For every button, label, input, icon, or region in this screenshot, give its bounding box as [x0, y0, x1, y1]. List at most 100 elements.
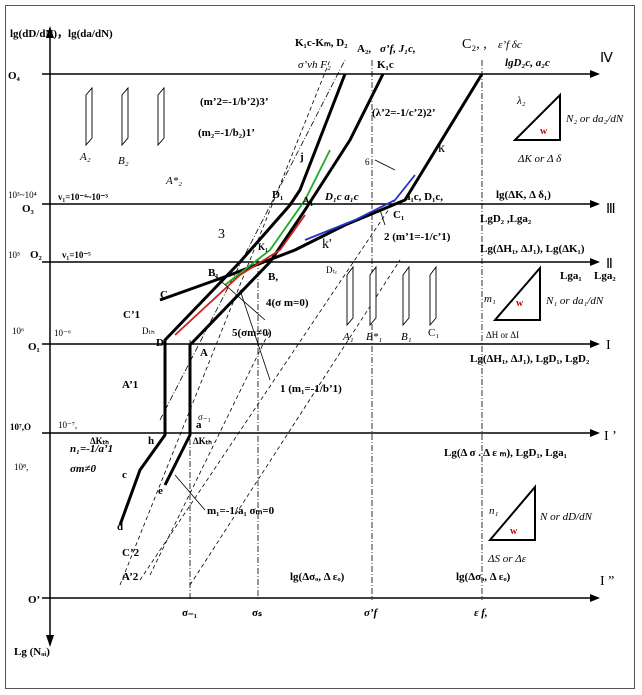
label-v2: v₁=10⁻⁵	[62, 250, 91, 260]
label-kic-km: K₁c-Kₘ, D₂	[295, 37, 348, 49]
label-dkth2: ΔKₜₕ	[193, 436, 212, 446]
triangle1-vertical: N₂ or da₂/dN	[565, 113, 624, 125]
triangle2-vertical: N₁ or da₁/dN	[545, 295, 604, 307]
triangle1-base: ΔK or Δ δ	[517, 153, 562, 165]
label-sigma-m1: σ₋₁	[198, 412, 211, 422]
label-kprime: k'	[322, 237, 332, 252]
level-o1-value: 10⁶	[12, 326, 24, 336]
label-a2prime: A’2	[122, 571, 139, 583]
bottom-sigma-m1: σ₋₁	[182, 607, 197, 619]
label-a1prime: A’1	[122, 379, 138, 391]
y-axis-top-label: lg(dD/dN)，lg(da/dN)	[10, 28, 113, 40]
label-c1: C₁	[393, 209, 404, 221]
label-lgd2: LgD₂ ,Lga₂	[480, 213, 532, 225]
label-lgd2c: lgD₂c, a₂c	[505, 57, 550, 69]
specimen-b1: B₁	[401, 331, 412, 343]
label-lg-dso-right: lg(Δσₒ, Δ εₒ)	[456, 571, 511, 583]
level-o3: O₃	[22, 203, 35, 215]
level-oprime: O’	[28, 594, 40, 606]
curve-middle	[163, 73, 385, 486]
triangle3-vertical: N or dD/dN	[539, 511, 593, 523]
dashed-diagonals	[119, 59, 401, 586]
level-o2-value: 10⁵	[8, 250, 20, 260]
label-lga2: Lga₂	[594, 270, 616, 282]
label-a1c: a₁c, D₁c,	[405, 191, 443, 203]
roman-ii: Ⅱ	[606, 257, 613, 272]
roman-idouble: I ”	[600, 574, 614, 589]
label-sigma-m-ne: σm≠0	[70, 463, 97, 475]
label-eps-f: ε’f δc	[498, 39, 522, 51]
label-five: 5(σm≠0)	[232, 327, 272, 339]
label-n1: n₁=-1/a’1	[70, 443, 113, 455]
specimen-shapes-top	[85, 86, 165, 147]
level-o1: O₁	[28, 341, 40, 353]
label-k1: K₁	[258, 242, 268, 252]
label-b1: B₁	[208, 267, 219, 279]
axis-arrow-bottom	[46, 635, 54, 647]
label-dtr: Dₜᵣ	[326, 265, 337, 275]
roman-iii: Ⅲ	[606, 202, 616, 217]
label-d1: D₁	[272, 189, 283, 201]
level-o-value: 10⁷,O	[10, 422, 31, 432]
specimen-b1star: B*₁	[366, 331, 382, 343]
label-d1c: D₁c a₁c	[324, 191, 359, 203]
label-c: C	[160, 289, 168, 301]
specimen-a1: A₁	[342, 331, 354, 343]
label-j: j	[299, 151, 304, 163]
roman-iprime: I ’	[604, 429, 617, 444]
horizontal-axes	[42, 70, 600, 602]
triangle2-slope: m₁	[484, 293, 496, 305]
triangle1-slope: λ₂	[516, 95, 526, 107]
axis-arrow-top	[46, 26, 54, 38]
label-c1prime: C’1	[123, 309, 140, 321]
label-lambda2: (λ’2=-1/c’2)2’	[372, 107, 436, 119]
label-sigma-vh: σ’vh F₂	[298, 59, 331, 71]
label-six: 6	[365, 157, 370, 167]
green-curve	[224, 149, 331, 286]
label-one: 1 (m₁=-1/b’1)	[280, 383, 342, 395]
label-m2: (m₂=-1/b₂)1’	[198, 127, 255, 139]
thin-lines	[174, 159, 396, 511]
triangle3-w: w	[510, 526, 518, 537]
label-k: k	[438, 141, 445, 156]
label-c2prime: C’2	[122, 547, 140, 559]
label-v1: 10⁻⁶	[54, 328, 71, 338]
level-108: 10⁸,	[14, 462, 28, 472]
label-e-small: e	[158, 485, 163, 497]
reference-lines	[189, 60, 483, 600]
bottom-sigma-s: σₛ	[252, 607, 262, 619]
specimen-a2: A₂	[79, 151, 91, 163]
label-a-small: a	[196, 419, 202, 431]
label-h: h	[148, 435, 154, 447]
label-lg-dso-center: lg(Δσₒ, Δ εₒ)	[290, 571, 345, 583]
label-d-small: d	[117, 521, 123, 533]
level-o3-value: 10³~10⁴	[8, 190, 37, 200]
label-two: 2 (m’1=-1/c’1)	[384, 231, 451, 243]
diagram-frame	[5, 5, 635, 689]
label-c2: C₂, ,	[462, 37, 487, 52]
label-lg-dk: lg(ΔK, Δ δ₁)	[496, 189, 551, 201]
label-a1: A₁	[302, 195, 313, 207]
label-c-small: c	[122, 469, 127, 481]
label-v0: 10⁻⁷,	[58, 420, 77, 430]
triangle3-base: ΔS or Δε	[487, 553, 527, 565]
specimen-b2: B₂	[118, 155, 129, 167]
specimen-c1: C₁	[428, 327, 439, 339]
y-axis-bottom-label: Lg (Nₒᵢ)	[14, 646, 50, 658]
level-o4: O₄	[8, 70, 21, 82]
triangle3-slope: n₁	[489, 505, 499, 517]
label-a: A	[200, 347, 208, 359]
label-lg-ds: Lg(Δ σ . Δ ε ₘ), LgD₁, Lga₁	[444, 447, 567, 459]
label-a2: A₂,	[357, 43, 371, 55]
bottom-sigma-f: σ’f	[364, 607, 379, 619]
label-lg-dh: Lg(ΔH₁, ΔJ₁), Lg(ΔK₁)	[480, 243, 585, 255]
label-lg-dh1: Lg(ΔH₁, ΔJ₁), LgD₁, LgD₂	[470, 353, 590, 365]
label-sigma-f: σ’f, J₁c,	[380, 43, 416, 55]
label-dth: Dₜₕ	[142, 326, 155, 336]
specimen-a2star: A*₂	[165, 175, 182, 187]
label-v3: v₁=10⁻⁴~10⁻³	[58, 192, 108, 202]
label-lga1: Lga₁	[560, 270, 582, 282]
label-dkth: ΔKₜₕ	[90, 436, 109, 446]
triangle2-w: w	[516, 298, 524, 309]
